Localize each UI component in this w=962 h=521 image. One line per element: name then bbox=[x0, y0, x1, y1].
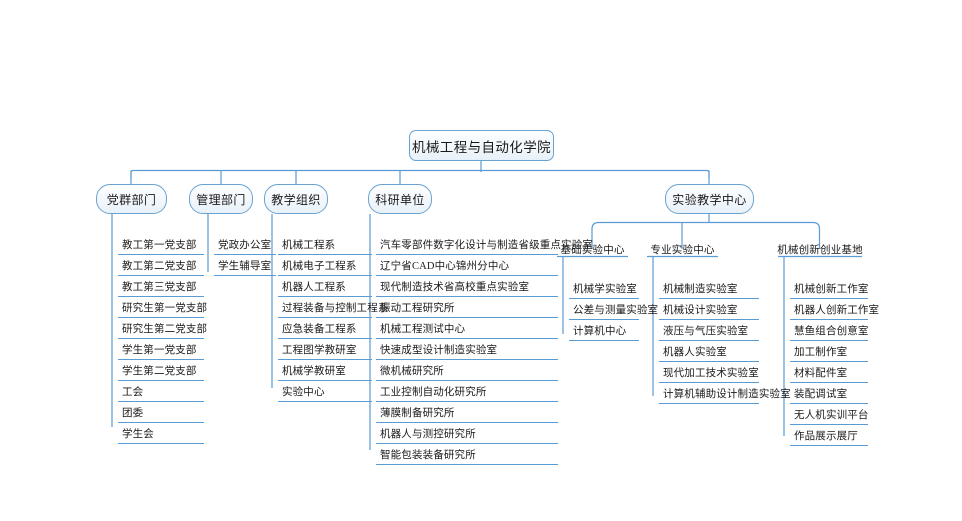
leaf-item[interactable]: 机械设计实验室 bbox=[659, 304, 759, 320]
leaf-item[interactable]: 微机械研究所 bbox=[376, 365, 558, 381]
leaf-item[interactable]: 材料配件室 bbox=[790, 367, 868, 383]
leaf-item[interactable]: 汽车零部件数字化设计与制造省级重点实验室 bbox=[376, 239, 593, 255]
branch-node-2[interactable]: 管理部门 bbox=[189, 184, 253, 214]
leaf-item[interactable]: 现代制造技术省高校重点实验室 bbox=[376, 281, 558, 297]
leaf-item[interactable]: 党政办公室 bbox=[214, 239, 276, 255]
leaf-item[interactable]: 加工制作室 bbox=[790, 346, 868, 362]
subcenter-node-3[interactable]: 机械创新创业基地 bbox=[777, 245, 863, 256]
branch-node-4[interactable]: 科研单位 bbox=[368, 184, 432, 214]
leaf-item[interactable]: 计算机中心 bbox=[569, 325, 639, 341]
branch-node-1[interactable]: 党群部门 bbox=[96, 184, 167, 214]
leaf-item[interactable]: 机械创新工作室 bbox=[790, 283, 868, 299]
branch-node-3[interactable]: 教学组织 bbox=[264, 184, 328, 214]
leaf-item[interactable]: 机器人与测控研究所 bbox=[376, 428, 558, 444]
leaf-item[interactable]: 振动工程研究所 bbox=[376, 302, 558, 318]
leaf-item[interactable]: 机器人工程系 bbox=[278, 281, 372, 297]
branch-node-5[interactable]: 实验教学中心 bbox=[665, 184, 754, 214]
leaf-item[interactable]: 研究生第一党支部 bbox=[118, 302, 207, 318]
leaf-item[interactable]: 机械制造实验室 bbox=[659, 283, 759, 299]
leaf-item[interactable]: 机器人创新工作室 bbox=[790, 304, 879, 320]
leaf-item[interactable]: 工程图学教研室 bbox=[278, 344, 372, 360]
leaf-item[interactable]: 工业控制自动化研究所 bbox=[376, 386, 558, 402]
leaf-item[interactable]: 液压与气压实验室 bbox=[659, 325, 759, 341]
leaf-item[interactable]: 计算机辅助设计制造实验室 bbox=[659, 388, 791, 404]
leaf-item[interactable]: 薄膜制备研究所 bbox=[376, 407, 558, 423]
leaf-item[interactable]: 装配调试室 bbox=[790, 388, 868, 404]
leaf-item[interactable]: 慧鱼组合创意室 bbox=[790, 325, 868, 341]
leaf-item[interactable]: 学生会 bbox=[118, 428, 204, 444]
leaf-item[interactable]: 研究生第二党支部 bbox=[118, 323, 207, 339]
leaf-item[interactable]: 教工第二党支部 bbox=[118, 260, 204, 276]
subcenter-node-2[interactable]: 专业实验中心 bbox=[650, 245, 715, 256]
leaf-item[interactable]: 快速成型设计制造实验室 bbox=[376, 344, 558, 360]
leaf-item[interactable]: 教工第三党支部 bbox=[118, 281, 204, 297]
leaf-item[interactable]: 学生第二党支部 bbox=[118, 365, 204, 381]
leaf-item[interactable]: 机械电子工程系 bbox=[278, 260, 372, 276]
leaf-item[interactable]: 工会 bbox=[118, 386, 204, 402]
leaf-item[interactable]: 公差与测量实验室 bbox=[569, 304, 658, 320]
subcenter-node-1[interactable]: 基础实验中心 bbox=[560, 245, 625, 256]
root-node[interactable]: 机械工程与自动化学院 bbox=[409, 130, 554, 161]
leaf-item[interactable]: 学生第一党支部 bbox=[118, 344, 204, 360]
leaf-item[interactable]: 辽宁省CAD中心锦州分中心 bbox=[376, 260, 558, 276]
leaf-item[interactable]: 现代加工技术实验室 bbox=[659, 367, 759, 383]
leaf-item[interactable]: 团委 bbox=[118, 407, 204, 423]
leaf-item[interactable]: 机械工程系 bbox=[278, 239, 372, 255]
leaf-item[interactable]: 机器人实验室 bbox=[659, 346, 759, 362]
leaf-item[interactable]: 实验中心 bbox=[278, 386, 372, 402]
leaf-item[interactable]: 机械学实验室 bbox=[569, 283, 639, 299]
leaf-item[interactable]: 机械学教研室 bbox=[278, 365, 372, 381]
leaf-item[interactable]: 智能包装装备研究所 bbox=[376, 449, 558, 465]
leaf-item[interactable]: 过程装备与控制工程系 bbox=[278, 302, 388, 318]
leaf-item[interactable]: 作品展示展厅 bbox=[790, 430, 868, 446]
leaf-item[interactable]: 学生辅导室 bbox=[214, 260, 276, 276]
leaf-item[interactable]: 无人机实训平台 bbox=[790, 409, 868, 425]
leaf-item[interactable]: 机械工程测试中心 bbox=[376, 323, 558, 339]
leaf-item[interactable]: 应急装备工程系 bbox=[278, 323, 372, 339]
leaf-item[interactable]: 教工第一党支部 bbox=[118, 239, 204, 255]
